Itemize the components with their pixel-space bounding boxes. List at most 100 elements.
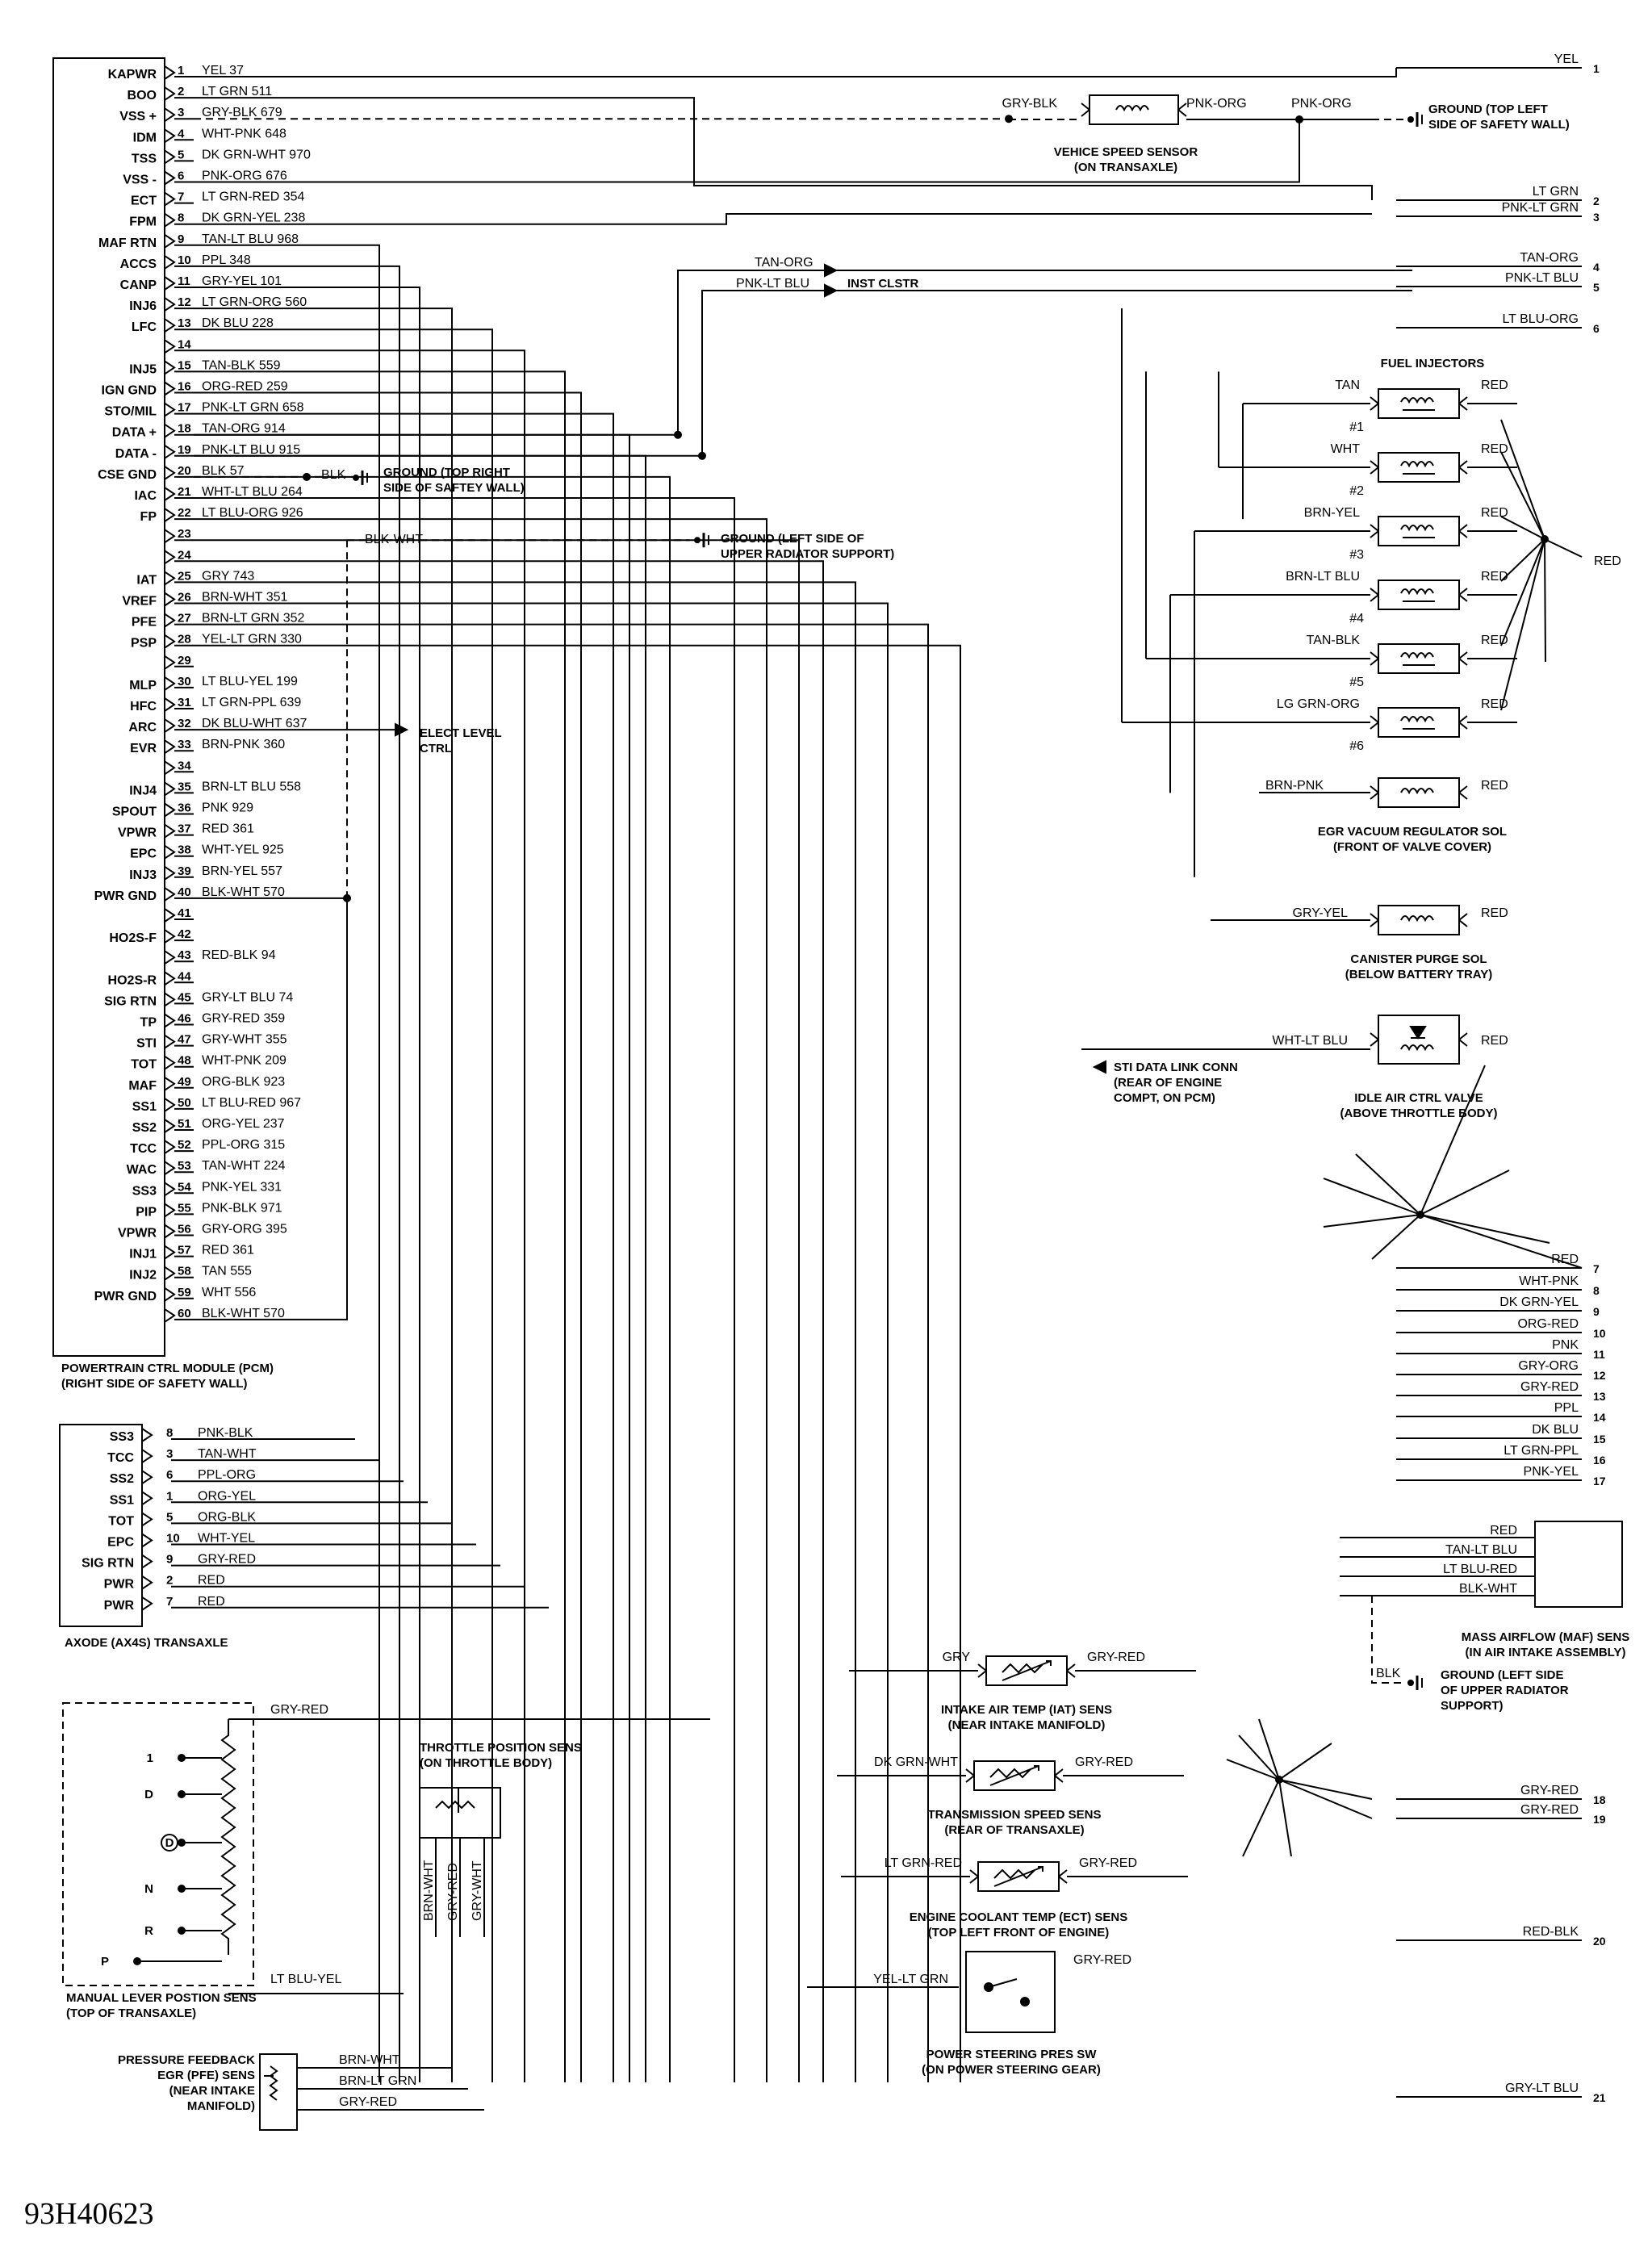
pcm-pin-wire: DK BLU-WHT 637 [202,717,307,730]
pcm-pin-terminal [164,781,176,797]
right-output-wire: WHT-PNK [1519,1274,1579,1288]
boo-wire [194,97,1373,200]
pcm-pin-terminal [164,1055,176,1070]
pcm-pin-number: 12 [178,295,191,309]
trunk-wire [194,308,453,2082]
inst-clstr-wire-b: PNK-LT BLU [736,277,809,291]
pcm-pin-wire: BRN-LT BLU 558 [202,780,301,793]
pcm-pin-number: 21 [178,485,191,499]
right-output-wire: LT GRN [1533,185,1579,199]
tps-box [419,1787,501,1839]
sig-rtn-splice [1242,1779,1280,1857]
pcm-pin-signal: IAC [134,489,157,503]
inst-clstr-wire-a: TAN-ORG [755,256,813,270]
pcm-pin-terminal [164,1140,176,1154]
pcm-pin-terminal [164,718,176,733]
right-output-wire: DK GRN-YEL [1499,1295,1579,1309]
pcm-pin-wire: PNK-LT GRN 658 [202,401,304,415]
coil-symbol [1400,1044,1434,1052]
transaxle-pin-number: 9 [166,1553,173,1567]
trunk-wire [194,623,929,2082]
pcm-pin-terminal [164,128,176,144]
vpwr-splice [1420,1214,1583,1269]
trunk-wire [194,412,614,2082]
pfe-name: EGR (PFE) SENS [157,2069,255,2082]
pcm-pin-wire: TAN-ORG 914 [202,422,286,436]
ground-maf-symbol [1407,1680,1414,1686]
pcm-pin-terminal [164,655,176,670]
pcm-pin-wire: BRN-PNK 360 [202,738,285,751]
pcm-pin-wire: LT GRN-PPL 639 [202,696,301,709]
pcm-pin-wire: PNK-LT BLU 915 [202,443,300,457]
pcm-pin-signal: CANP [120,278,157,292]
right-output-wire: GRY-RED [1520,1803,1579,1817]
transaxle-pin-terminal [141,1491,153,1506]
right-output-number: 18 [1593,1793,1606,1806]
transaxle-pin-number: 2 [166,1574,173,1588]
right-output-wire: DK BLU [1532,1423,1579,1437]
pcm-pin-signal: INJ3 [129,868,157,882]
pcm-pin-terminal [164,86,176,101]
transaxle-caption: AXODE (AX4S) TRANSAXLE [65,1636,228,1650]
injector-id: #4 [1349,612,1364,626]
trunk-wire [194,287,420,2082]
figure-id: 93H40623 [24,2197,153,2231]
pcm-pin-wire: LT GRN-ORG 560 [202,295,307,309]
pcm-pin-terminal [164,844,176,860]
trunk-wire [194,644,961,2082]
pcm-pin-signal: SPOUT [112,805,157,819]
trunk-wire [194,518,767,2082]
pcm-pin-signal: ARC [128,721,157,734]
right-output-wire: YEL [1554,52,1579,66]
pcm-pin-number: 32 [178,717,191,730]
maf-wire: TAN-LT BLU [1445,1543,1517,1557]
pcm-pin-signal: SIG RTN [104,994,157,1008]
pcm-pin-signal: LFC [132,320,157,334]
pfe-name: PRESSURE FEEDBACK [118,2053,255,2067]
pcm-pin-signal: ECT [131,195,157,208]
trunk-wire [194,391,582,2082]
pcm-pin-terminal [164,423,176,438]
ground-maf-label: OF UPPER RADIATOR [1441,1684,1569,1697]
injector-coil [1400,525,1434,532]
transmission-speed-sensor-symbol [989,1765,1039,1786]
pcm-pin-number: 9 [178,232,184,246]
pcm-pin-terminal [164,1266,176,1281]
transaxle-pin-signal: EPC [107,1536,134,1550]
pcm-pin-number: 25 [178,569,191,583]
egr-wire-out: RED [1481,779,1508,793]
pfe-wire-label: BRN-WHT [339,2053,400,2067]
pcm-pin-signal: IDM [133,131,157,144]
pcm-pin-number: 10 [178,253,191,267]
arrow-head [1092,1060,1106,1074]
pcm-pin-number: 28 [178,633,191,646]
pcm-pin-wire: LT BLU-YEL 199 [202,675,298,688]
right-output-number: 17 [1593,1475,1606,1488]
pcm-pin-wire: WHT-YEL 925 [202,843,284,857]
pcm-pin-wire: WHT 556 [202,1286,256,1299]
canister-wire-in: GRY-YEL [1293,906,1349,920]
transmission-speed-sensor-label: TRANSMISSION SPEED SENS [927,1808,1101,1822]
pcm-pin-signal: KAPWR [108,68,157,82]
pcm-pin-signal: TP [140,1016,157,1030]
injector-coil [1400,652,1434,659]
transaxle-pin-terminal [141,1533,153,1548]
pcm-pin-number: 18 [178,422,191,436]
pcm-pin-terminal [164,802,176,818]
pcm-pin-signal: STI [136,1037,157,1051]
pcm-pin-terminal [164,865,176,881]
mlp-wire-bottom: LT BLU-YEL [270,1973,341,1986]
sig-rtn-splice [1278,1779,1373,1800]
pcm-pin-number: 54 [178,1180,191,1194]
pcm-pin-number: 59 [178,1286,191,1299]
transaxle-pin-terminal [141,1575,153,1590]
pcm-pin-wire: BLK-WHT 570 [202,885,285,899]
ground-top-right-label: GROUND (TOP RIGHT [383,466,510,479]
kapwr-wire [194,68,1397,77]
idle-air-ctrl-valve-connector [1370,1032,1468,1047]
pcm-pin-signal: PWR GND [94,1290,157,1303]
pcm-pin-number: 20 [178,464,191,478]
pcm-pin-terminal [164,1013,176,1028]
maf-name: MASS AIRFLOW (MAF) SENS [1462,1630,1630,1644]
pcm-pin-signal: EPC [130,847,157,861]
